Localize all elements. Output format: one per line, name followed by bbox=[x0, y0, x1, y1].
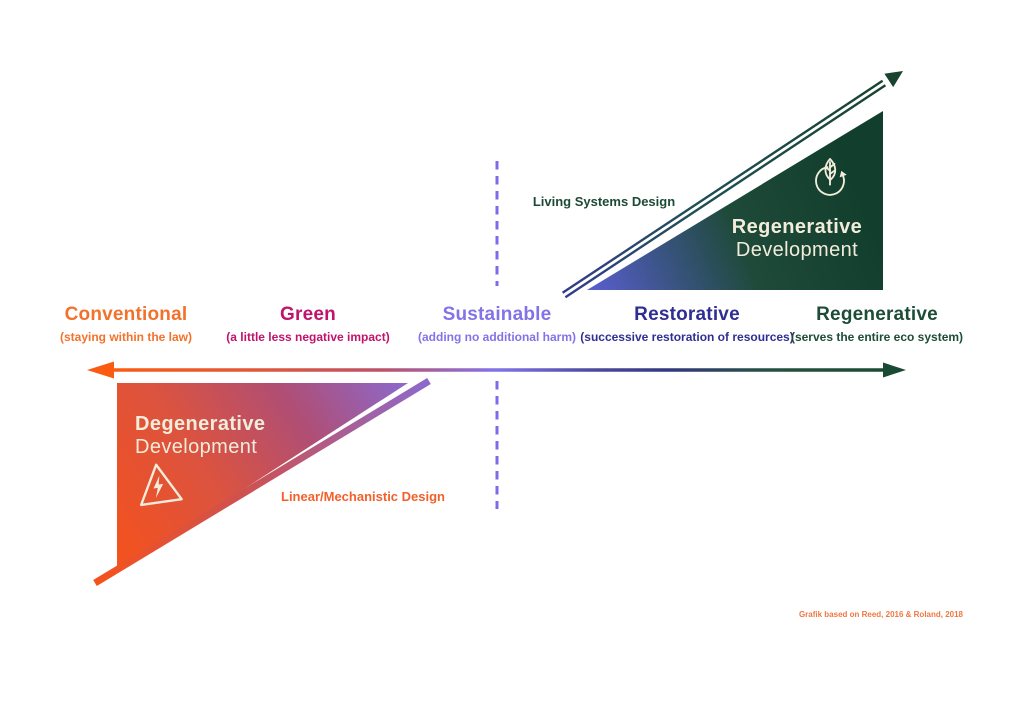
stage-sublabel: (a little less negative impact) bbox=[226, 330, 390, 344]
living-systems-annotation: Living Systems Design bbox=[532, 194, 676, 209]
stage-label: Green bbox=[280, 304, 336, 325]
upper-triangle-title: Regenerative bbox=[731, 216, 863, 238]
axis-arrowhead-right-icon bbox=[883, 362, 906, 378]
lower-triangle-subtitle: Development bbox=[135, 436, 258, 458]
upper-triangle bbox=[587, 111, 883, 290]
stage-label: Restorative bbox=[634, 304, 740, 325]
ascending-arrowhead-icon bbox=[884, 71, 903, 88]
credit-text: Grafik based on Reed, 2016 & Roland, 201… bbox=[798, 610, 963, 619]
axis-arrow bbox=[87, 361, 906, 379]
stage-sustainable: Sustainable (adding no additional harm) bbox=[418, 304, 576, 344]
descending-stripe bbox=[93, 378, 431, 586]
stage-sublabel: (adding no additional harm) bbox=[418, 330, 576, 344]
stage-label: Conventional bbox=[64, 304, 188, 325]
linear-mechanistic-annotation: Linear/Mechanistic Design bbox=[281, 489, 445, 504]
stage-regenerative: Regenerative (serves the entire eco syst… bbox=[791, 304, 963, 344]
stage-sublabel: (staying within the law) bbox=[59, 330, 193, 344]
lower-triangle-caption: Degenerative Development bbox=[135, 413, 265, 459]
stage-conventional: Conventional (staying within the law) bbox=[60, 304, 192, 344]
stage-sublabel: (successive restoration of resources) bbox=[580, 330, 794, 344]
ascending-arrow bbox=[561, 71, 903, 299]
axis-arrowhead-left-icon bbox=[87, 361, 114, 379]
hazard-lightning-icon bbox=[139, 463, 183, 507]
stage-green: Green (a little less negative impact) bbox=[226, 304, 389, 344]
lower-triangle-title: Degenerative bbox=[135, 413, 266, 435]
stage-restorative: Restorative (successive restoration of r… bbox=[580, 304, 793, 344]
leaf-cycle-icon bbox=[815, 158, 847, 196]
stage-label: Sustainable bbox=[442, 304, 552, 325]
upper-triangle-subtitle: Development bbox=[735, 239, 859, 261]
stage-label: Regenerative bbox=[816, 304, 938, 325]
stage-sublabel: (serves the entire eco system) bbox=[790, 330, 964, 344]
upper-triangle-caption: Regenerative Development bbox=[732, 216, 862, 262]
